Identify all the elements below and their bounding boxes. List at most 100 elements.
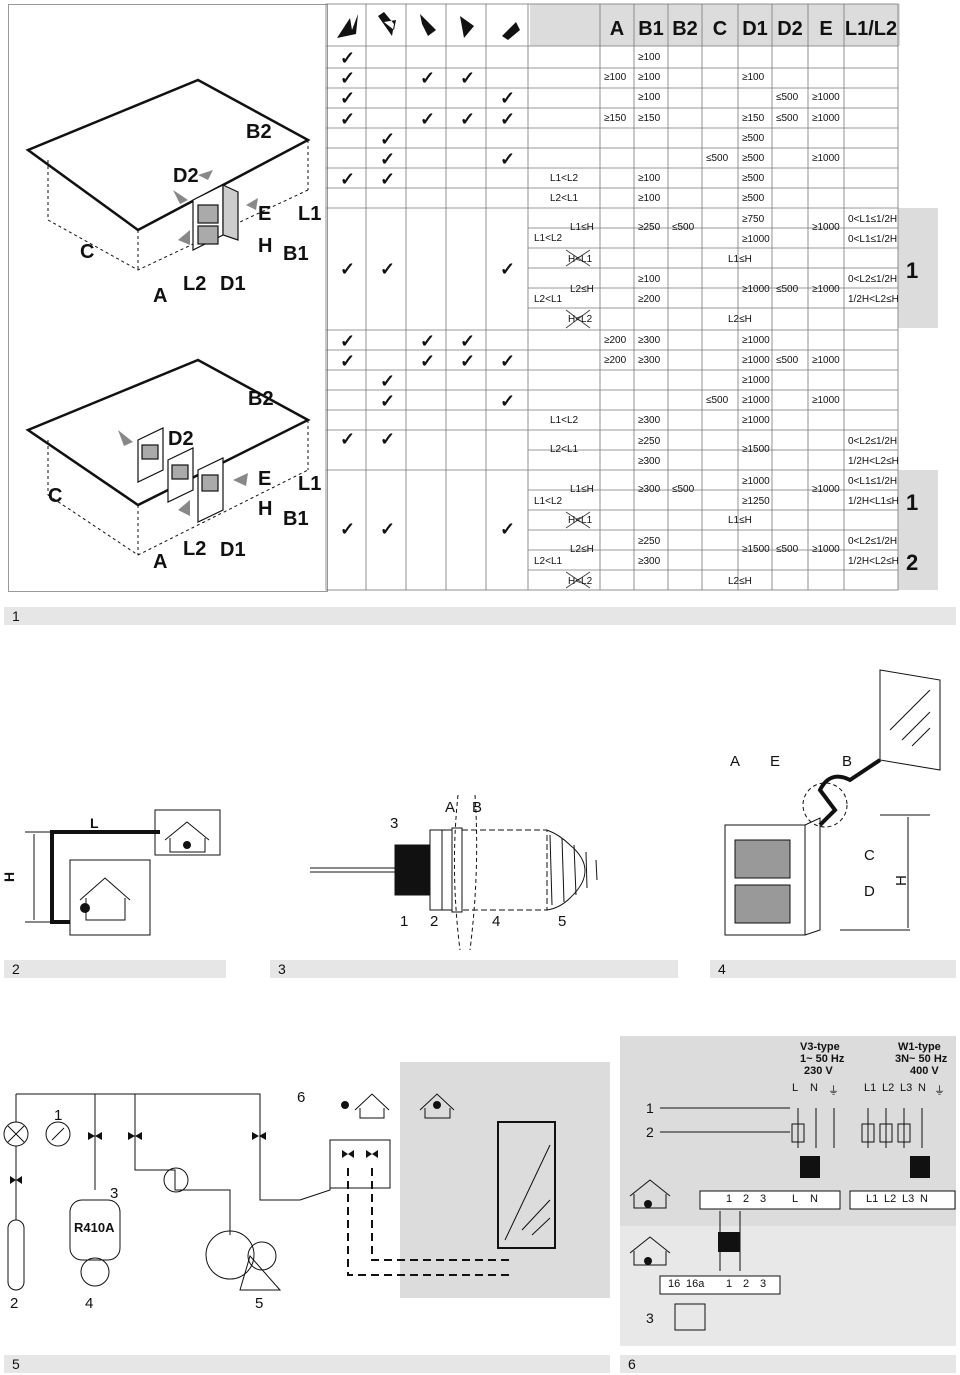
header-C: C bbox=[712, 18, 728, 40]
strip-w1-L1: L1 bbox=[866, 1193, 879, 1205]
table-cell-B1: ≥100 bbox=[638, 92, 661, 104]
checkmark-icon: ✓ bbox=[340, 68, 356, 89]
checkmark-icon: ✓ bbox=[460, 331, 476, 351]
svg-text:H: H bbox=[258, 235, 272, 257]
cond-L1<L2: L1<L2 bbox=[534, 233, 563, 244]
c2-L1H: L1≤H bbox=[728, 515, 752, 526]
c1-1000b: ≥1000 bbox=[812, 222, 840, 233]
checkmark-icon: ✓ bbox=[500, 351, 516, 371]
iso-diagram-top: B2 D2 E L1 H B1 C A L2 D1 bbox=[25, 78, 321, 307]
strip1-t1: 1 bbox=[726, 1193, 733, 1205]
c2-500: ≤500 bbox=[672, 484, 695, 495]
fig5-shaded-bg bbox=[400, 1062, 610, 1298]
checkmark-icon: ✓ bbox=[340, 519, 356, 539]
header-B2: B2 bbox=[672, 18, 698, 40]
c1-1000a: ≥1000 bbox=[742, 234, 770, 245]
checkmark-icon: ✓ bbox=[380, 519, 396, 539]
svg-text:L1: L1 bbox=[298, 473, 321, 495]
svg-text:2: 2 bbox=[430, 913, 438, 930]
svg-text:R410A: R410A bbox=[74, 1220, 115, 1235]
strip-w1-L2: L2 bbox=[884, 1193, 897, 1205]
svg-text:L1: L1 bbox=[298, 203, 321, 225]
svg-text:A: A bbox=[730, 753, 740, 770]
c2-HL1: H<L1 bbox=[568, 515, 593, 526]
c2-r1: 0<L2≤1/2H bbox=[848, 436, 898, 447]
table-cell-B1: ≥300 bbox=[638, 335, 661, 346]
table-cell-D1: ≥500 bbox=[742, 153, 765, 164]
side-panel-1 bbox=[898, 208, 938, 328]
c2-1000b: ≥1000 bbox=[812, 484, 840, 495]
svg-text:3: 3 bbox=[110, 1185, 118, 1202]
checkmark-icon: ✓ bbox=[340, 169, 356, 190]
caption-fig3: 3 bbox=[270, 960, 678, 978]
checkmark-icon: ✓ bbox=[340, 331, 356, 351]
table-cell-D1: ≥500 bbox=[742, 132, 765, 144]
svg-text:B: B bbox=[842, 753, 852, 770]
caption-fig1: 1 bbox=[4, 607, 956, 625]
table-cell-E: ≥1000 bbox=[812, 112, 840, 124]
header-A: A bbox=[609, 18, 625, 40]
caption-fig6: 6 bbox=[620, 1355, 956, 1373]
strip2-3: 3 bbox=[760, 1278, 767, 1290]
c1-200: ≥200 bbox=[638, 294, 661, 305]
svg-text:D1: D1 bbox=[220, 273, 246, 295]
c2-L2≤H: L2≤H bbox=[570, 544, 594, 555]
c2-500b: ≤500 bbox=[776, 544, 799, 555]
svg-text:D1: D1 bbox=[220, 539, 246, 561]
strip2-16a: 16a bbox=[686, 1278, 705, 1290]
checkmark-icon: ✓ bbox=[500, 391, 516, 411]
header-B1: B1 bbox=[638, 18, 664, 40]
table-cell-E: ≥1000 bbox=[812, 395, 840, 406]
c1-r3: 0<L2≤1/2H bbox=[848, 274, 898, 285]
w1-volt: 400 V bbox=[910, 1065, 939, 1077]
c2-1000c: ≥1000 bbox=[812, 544, 840, 555]
figure-3: 3 A B 1 2 4 5 bbox=[310, 794, 598, 951]
c1-HL2: H<L2 bbox=[568, 314, 593, 325]
w1-term-ground: ⏚ bbox=[934, 1085, 945, 1097]
fig6-n3: 3 bbox=[646, 1310, 654, 1326]
svg-text:1: 1 bbox=[54, 1107, 62, 1124]
svg-text:E: E bbox=[770, 753, 780, 770]
c1-r4: 1/2H<L2≤H bbox=[848, 294, 899, 305]
strip-w1-N: N bbox=[920, 1193, 928, 1205]
strip1-t2: 2 bbox=[743, 1193, 750, 1205]
caption-fig2: 2 bbox=[4, 960, 226, 978]
checkmark-icon: ✓ bbox=[420, 68, 436, 89]
svg-text:6: 6 bbox=[297, 1089, 305, 1106]
c2-1500b: ≥1500 bbox=[742, 544, 770, 555]
c1-L2H: L2≤H bbox=[728, 314, 752, 325]
table-header-bg bbox=[530, 4, 900, 46]
table-cell-cond: L1<L2 bbox=[550, 173, 579, 185]
checkmark-icon: ✓ bbox=[340, 88, 356, 109]
checkmark-icon: ✓ bbox=[340, 48, 356, 68]
strip-w1-L3: L3 bbox=[902, 1193, 915, 1205]
checkmark-icon: ✓ bbox=[500, 149, 516, 169]
w1-title: W1-type bbox=[898, 1041, 941, 1053]
v3-title: V3-type bbox=[800, 1041, 840, 1053]
c1-1000c: ≥1000 bbox=[742, 284, 770, 295]
checkmark-icon: ✓ bbox=[500, 108, 516, 129]
svg-text:C: C bbox=[864, 847, 875, 864]
svg-text:D: D bbox=[864, 883, 875, 900]
iso-label-B2: B2 bbox=[246, 121, 272, 143]
svg-text:5: 5 bbox=[255, 1295, 263, 1312]
table-cell-D2: ≤500 bbox=[776, 112, 799, 124]
table-cell-B1: ≥100 bbox=[638, 72, 661, 84]
checkmark-icon: ✓ bbox=[460, 68, 476, 89]
checkmark-icon: ✓ bbox=[340, 429, 356, 449]
table-left-panel-bg bbox=[8, 4, 328, 592]
svg-text:L: L bbox=[90, 815, 99, 831]
c2-1250: ≥1250 bbox=[742, 496, 770, 507]
checkmark-icon: ✓ bbox=[420, 108, 436, 129]
c2-r2: 1/2H<L2≤H bbox=[848, 456, 899, 467]
c1-L1H: L1≤H bbox=[728, 254, 752, 265]
svg-text:D2: D2 bbox=[168, 428, 194, 450]
svg-text:A: A bbox=[153, 551, 167, 573]
c1-r1: 0<L1≤1/2H bbox=[848, 214, 898, 225]
w1-term-L2: L2 bbox=[882, 1082, 895, 1094]
checkmark-icon: ✓ bbox=[500, 88, 516, 109]
checkmark-icon: ✓ bbox=[420, 331, 436, 351]
strip1-N: N bbox=[810, 1193, 818, 1205]
table-cell-D1: ≥500 bbox=[742, 173, 765, 185]
svg-text:E: E bbox=[258, 468, 271, 490]
